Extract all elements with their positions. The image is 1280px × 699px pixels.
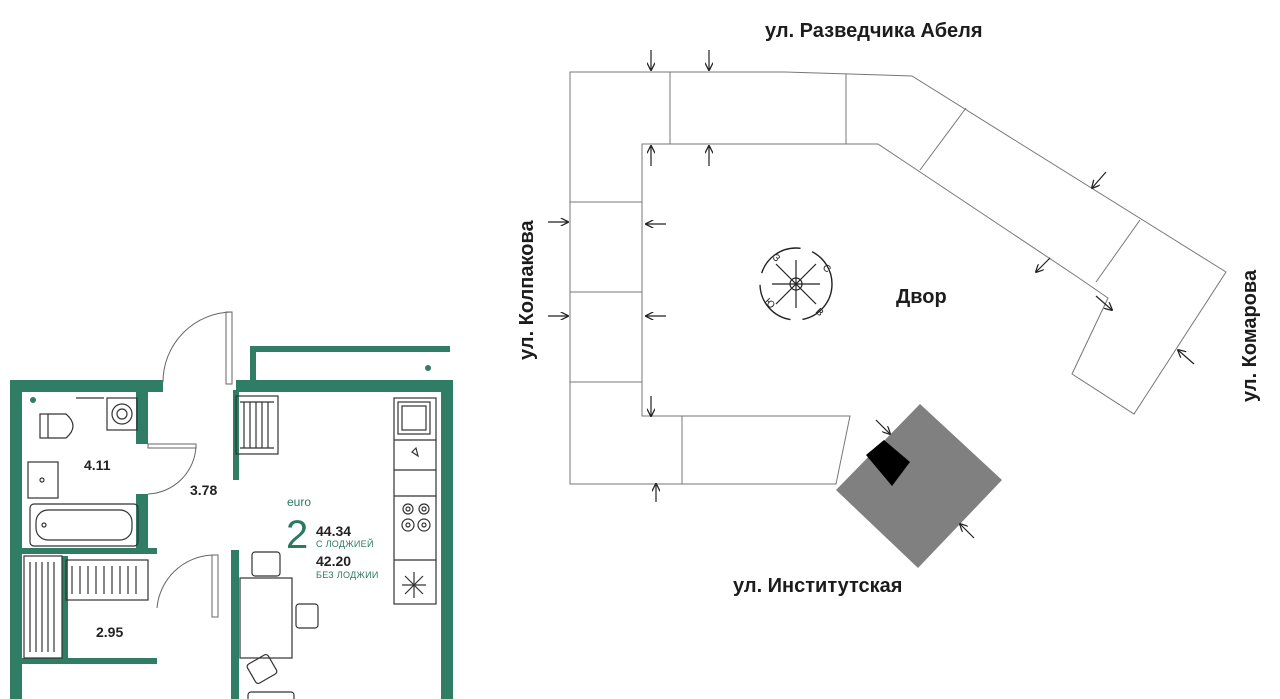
area-with-loggia: 44.34: [316, 523, 351, 539]
kitchen-sink-icon: [401, 405, 427, 458]
area-without-loggia: 42.20: [316, 553, 351, 569]
radiator-icon: [235, 395, 279, 455]
site-plan-building: [569, 71, 1227, 485]
compass-east: В: [813, 306, 826, 319]
storage-shelving-icon: [23, 555, 149, 659]
street-left: ул. Колпакова: [516, 219, 538, 360]
room-area-bathroom: 4.11: [84, 457, 111, 473]
apartment-walls: [10, 346, 453, 699]
washing-machine-icon: [76, 397, 138, 431]
wall-marker-dots: [30, 365, 431, 403]
current-flat-marker: [866, 440, 910, 486]
compass-west: З: [770, 252, 782, 264]
room-count: 2: [286, 513, 308, 557]
without-loggia-label: БЕЗ ЛОДЖИИ: [316, 570, 379, 580]
apartment-type-label: euro: [287, 495, 311, 509]
kitchen-counter: [393, 397, 437, 605]
street-right: ул. Комарова: [1239, 269, 1261, 402]
floor-plan: [10, 311, 453, 699]
stove-icon: [401, 503, 431, 532]
fridge-icon: [402, 572, 426, 598]
storage-door: [156, 554, 219, 618]
toilet-icon: [39, 413, 74, 439]
dining-table-icon: [239, 551, 319, 699]
street-top: ул. Разведчика Абеля: [765, 20, 983, 42]
entrance-door: [162, 311, 233, 385]
room-area-hall: 3.78: [190, 482, 217, 498]
current-section: [836, 404, 1002, 568]
bathtub-icon: [29, 503, 139, 547]
street-bottom: ул. Институтская: [733, 575, 902, 597]
compass-rose-icon: [759, 247, 833, 321]
room-area-storage: 2.95: [96, 624, 123, 640]
entrance-arrows: [548, 50, 1195, 539]
bathroom-door: [147, 443, 197, 495]
compass-south: Ю: [762, 296, 777, 311]
yard-label: Двор: [896, 286, 947, 308]
with-loggia-label: С ЛОДЖИЕЙ: [316, 538, 374, 549]
sink-icon: [27, 461, 59, 499]
